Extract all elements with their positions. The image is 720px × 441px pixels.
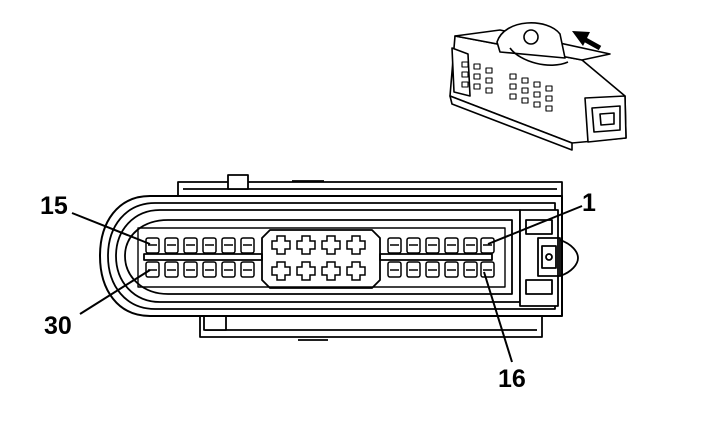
pin-row-bottom-left xyxy=(145,261,255,278)
pin-label-15: 15 xyxy=(40,192,68,220)
pin-row-bottom-right xyxy=(387,261,495,278)
leader-line-16 xyxy=(483,271,513,363)
pin-row-top-left xyxy=(145,237,255,254)
connector-face xyxy=(99,174,579,341)
center-cavities xyxy=(271,235,366,281)
pin-label-16: 16 xyxy=(498,365,526,393)
pin-row-top-right xyxy=(387,237,495,254)
connector-perspective-icon xyxy=(449,22,627,151)
leader-line-15 xyxy=(71,212,151,245)
leader-line-1 xyxy=(487,205,583,245)
arrow-icon xyxy=(572,31,602,51)
pin-label-30: 30 xyxy=(44,312,72,340)
leader-line-30 xyxy=(79,269,151,315)
pin-label-1: 1 xyxy=(582,189,596,217)
leader-lines xyxy=(71,205,583,363)
